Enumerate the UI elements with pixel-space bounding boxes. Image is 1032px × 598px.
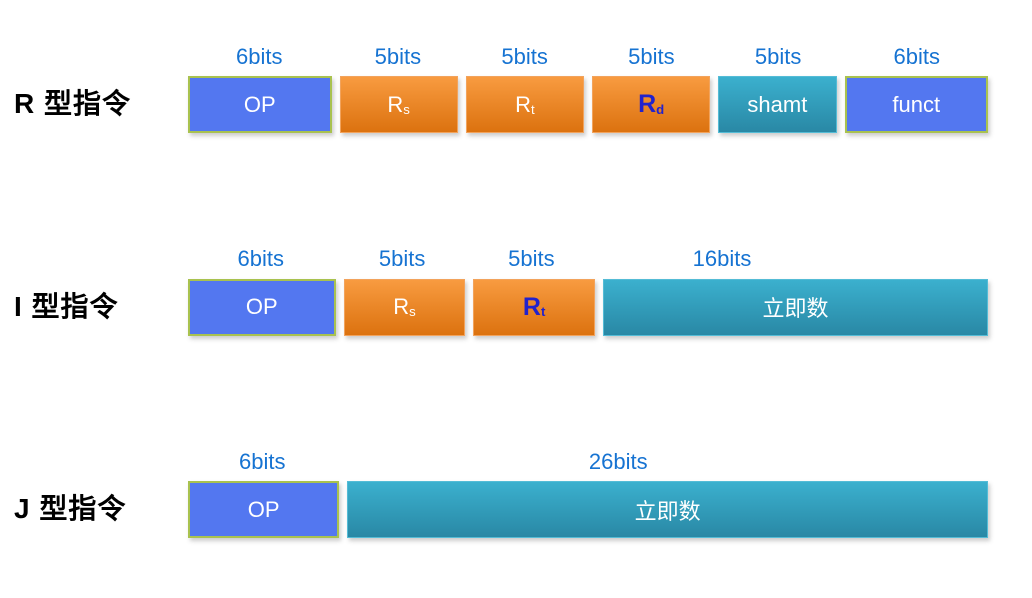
field-label: R bbox=[393, 294, 410, 320]
bits-label-text: 5bits bbox=[508, 246, 555, 272]
bits-label-rs: 5bits bbox=[342, 246, 463, 272]
bits-label-text: 6bits bbox=[237, 246, 284, 272]
bits-label-text: 6bits bbox=[236, 44, 283, 69]
field-label: OP bbox=[245, 294, 278, 320]
field-label: 立即数 bbox=[762, 296, 829, 322]
bits-label-op: 6bits bbox=[188, 449, 337, 475]
field-label: shamt bbox=[747, 91, 808, 117]
field-label: OP bbox=[243, 91, 276, 117]
field-label: R bbox=[522, 292, 541, 321]
field-box-op: OP bbox=[188, 481, 340, 539]
bits-label-op: 6bits bbox=[188, 246, 334, 272]
bits-label-funct: 6bits bbox=[846, 44, 989, 70]
field-label-subscript: s bbox=[409, 304, 416, 320]
bits-label-text: 6bits bbox=[893, 44, 940, 69]
field-box-op: OP bbox=[188, 76, 332, 134]
format-row: J 型指令 6bits 26bits OP 立即数 bbox=[0, 449, 1032, 539]
field-box-funct: funct bbox=[844, 76, 988, 134]
bits-label-rd: 5bits bbox=[592, 44, 711, 70]
field-label-subscript: t bbox=[530, 101, 535, 117]
bits-label-immediate: 16bits bbox=[600, 246, 988, 272]
bits-label-text: 5bits bbox=[754, 44, 802, 69]
field-label-subscript: s bbox=[403, 101, 410, 117]
bits-label-immediate: 26bits bbox=[345, 449, 989, 475]
field-label: R bbox=[515, 91, 531, 117]
field-box-op: OP bbox=[188, 278, 336, 336]
row-label: J 型指令 bbox=[14, 492, 127, 524]
field-label: R bbox=[387, 91, 404, 117]
bits-label-text: 26bits bbox=[588, 448, 648, 474]
row-label: R 型指令 bbox=[14, 88, 132, 120]
bits-label-rt: 5bits bbox=[465, 44, 584, 70]
bits-label-text: 6bits bbox=[239, 448, 286, 474]
bits-row: 6bits 5bits 5bits 5bits 5bits 6bits bbox=[188, 44, 988, 70]
field-label: 立即数 bbox=[634, 498, 701, 524]
field-box-shamt: shamt bbox=[718, 76, 837, 134]
instruction-format-diagram: R 型指令 6bits 5bits 5bits 5bits 5bits 6bits OP R… bbox=[0, 44, 1032, 539]
field-box-immediate: 立即数 bbox=[603, 278, 988, 336]
bits-label-text: 5bits bbox=[501, 44, 548, 69]
field-label: R bbox=[638, 90, 657, 119]
field-label: funct bbox=[892, 91, 941, 117]
bits-label-text: 5bits bbox=[628, 44, 675, 69]
boxes-row: OP 立即数 bbox=[188, 481, 988, 539]
bits-row: 6bits 5bits 5bits 16bits bbox=[188, 246, 988, 272]
bits-label-shamt: 5bits bbox=[719, 44, 838, 70]
row-label: I 型指令 bbox=[14, 290, 119, 322]
field-label: OP bbox=[247, 496, 280, 522]
bits-label-text: 5bits bbox=[378, 246, 426, 272]
field-label-subscript: t bbox=[540, 304, 546, 320]
field-box-immediate: 立即数 bbox=[347, 481, 988, 539]
format-row: R 型指令 6bits 5bits 5bits 5bits 5bits 6bits OP R… bbox=[0, 44, 1032, 134]
fields-column: 6bits 26bits OP 立即数 bbox=[188, 449, 988, 539]
bits-label-rt: 5bits bbox=[471, 246, 592, 272]
bits-label-text: 16bits bbox=[692, 246, 752, 272]
bits-label-op: 6bits bbox=[188, 44, 331, 70]
bits-label-text: 5bits bbox=[374, 44, 422, 69]
bits-label-rs: 5bits bbox=[339, 44, 458, 70]
format-rows: R 型指令 6bits 5bits 5bits 5bits 5bits 6bits OP R… bbox=[0, 44, 1032, 539]
field-label-subscript: d bbox=[656, 101, 665, 117]
bits-row: 6bits 26bits bbox=[188, 449, 988, 475]
